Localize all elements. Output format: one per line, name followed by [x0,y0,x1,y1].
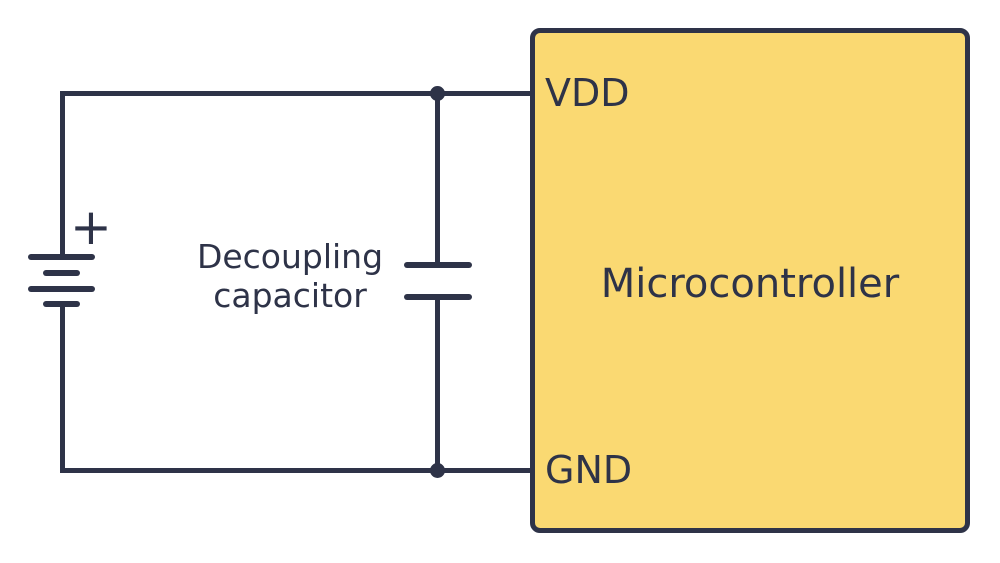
battery-plus-label: + [70,198,112,256]
junction-dot-vdd [430,86,445,101]
decoupling-capacitor-caption: Decoupling capacitor [175,237,405,315]
capacitor-plate-top [404,262,472,268]
decoupling-caption-line1: Decoupling [196,237,384,276]
wire-battery-positive-lead [60,91,65,256]
decoupling-caption-line2: capacitor [213,276,367,315]
microcontroller-block [530,28,970,533]
wire-capacitor-lower-lead [435,300,440,473]
battery-plate-long-top [28,254,95,260]
battery-plate-short-lower [43,301,80,307]
junction-dot-gnd [430,463,445,478]
capacitor-plate-bottom [404,294,472,300]
microcontroller-title: Microcontroller [600,261,900,307]
battery-plate-long-bottom [28,286,95,292]
wire-capacitor-upper-lead [435,91,440,262]
wire-vdd-rail [60,91,530,96]
battery-plate-short-upper [43,270,80,276]
vdd-pin-label: VDD [545,71,630,115]
gnd-pin-label: GND [545,448,633,492]
wire-gnd-rail [60,468,530,473]
wire-battery-negative-lead [60,305,65,473]
